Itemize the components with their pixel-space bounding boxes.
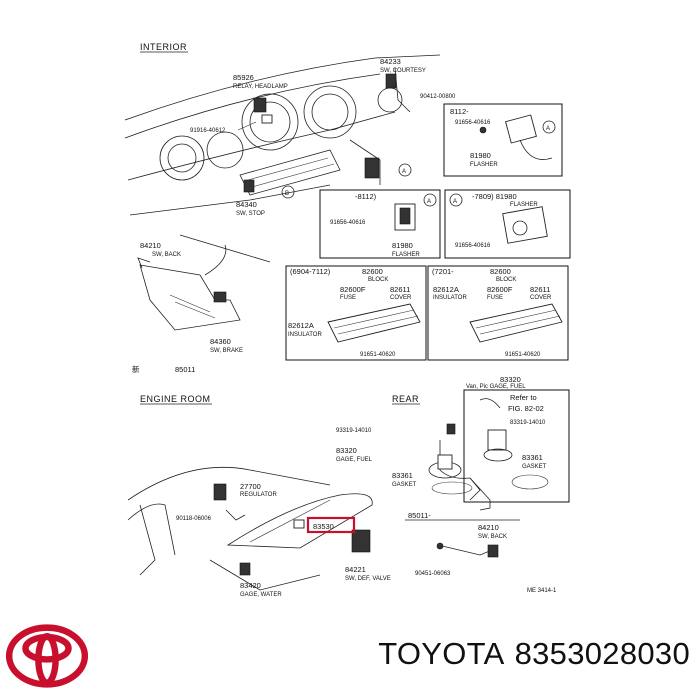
- callout-a-text: A: [402, 169, 406, 175]
- label-27700-desc: REGULATOR: [240, 492, 277, 498]
- box5-block-desc: BLOCK: [496, 277, 516, 283]
- box4-fuse-desc: FUSE: [340, 295, 356, 301]
- box-a3-desc: FLASHER: [510, 202, 538, 208]
- box4-block-desc: BLOCK: [368, 277, 388, 283]
- back-switch-part: 84210: [478, 523, 499, 532]
- engine-bay-illustration: [127, 466, 373, 591]
- highlight-83530: [306, 516, 356, 534]
- section-rear: REAR: [392, 394, 419, 404]
- callout-circle-b: [281, 185, 295, 199]
- box5-fuse-desc: FUSE: [487, 295, 503, 301]
- parts-diagram: INTERIOR 85926 RELAY, HEADLAMP 84233 SW,…: [124, 42, 571, 598]
- label-84233-desc: SW, COURTESY: [380, 68, 426, 74]
- box4-cover: 82611: [390, 285, 410, 294]
- box4-insulator: 82612A: [288, 321, 314, 330]
- label-85926-desc: RELAY, HEADLAMP: [233, 84, 288, 90]
- box-a1-part1: 91656-40616: [455, 120, 491, 126]
- part-number: 8353028030: [514, 636, 690, 671]
- label-90118: 90118-06006: [176, 516, 212, 522]
- box-a3-part1: 91656-40616: [455, 243, 491, 249]
- callout-b-text: B: [285, 191, 289, 197]
- detail-box-flasher-3: -7809) 81980 FLASHER 91656-40616 A: [444, 189, 571, 259]
- fuel-sender-illustration: [428, 423, 491, 511]
- detail-box-back-switch: 85011- 84210 SW, BACK 90451-06063: [405, 511, 520, 577]
- box5-screw: 91651-40620: [505, 352, 541, 358]
- section-engine-room: ENGINE ROOM: [140, 394, 211, 404]
- toyota-logo: [5, 624, 89, 688]
- label-84360: 84360: [210, 337, 231, 346]
- rear-box-gasket-desc: GASKET: [522, 464, 547, 470]
- detail-box-fuse-block-1: (6904-7112) 82600 BLOCK 82600F FUSE 8261…: [285, 265, 427, 361]
- label-84221: 84221: [345, 565, 366, 574]
- brand-name: TOYOTA: [378, 636, 505, 671]
- box-a2-part2-desc: FLASHER: [392, 252, 420, 258]
- box-a1-part2-desc: FLASHER: [470, 162, 498, 168]
- box4-heading: (6904-7112): [290, 267, 331, 276]
- box-a2-part2: 81980: [392, 241, 413, 250]
- box4-fuse: 82600F: [340, 285, 366, 294]
- box5-insulator: 82612A: [433, 285, 459, 294]
- section-interior: INTERIOR: [140, 42, 187, 52]
- box-a1-part2: 81980: [470, 151, 491, 160]
- dashboard-illustration: [124, 54, 441, 263]
- box-a1-circle-a: A: [546, 126, 550, 132]
- detail-box-flasher-1: 8112- 91656-40616 81980 FLASHER A: [443, 103, 563, 177]
- rear-box-screw: 83319-14010: [510, 420, 546, 426]
- label-83530: 83530: [313, 522, 334, 531]
- box4-cover-desc: COVER: [390, 295, 412, 301]
- box4-screw: 91651-40620: [360, 352, 396, 358]
- reference-code: ME 3414-1: [527, 588, 557, 594]
- back-switch-desc: SW, BACK: [478, 534, 507, 540]
- label-84340-desc: SW, STOP: [236, 211, 265, 217]
- box5-insulator-desc: INSULATOR: [433, 295, 467, 301]
- box5-cover: 82611: [530, 285, 550, 294]
- box-a3-circle-a: A: [453, 199, 457, 205]
- label-84210-desc: SW, BACK: [152, 252, 181, 258]
- rear-box-refer: Refer to: [510, 393, 537, 402]
- label-85011: 85011: [175, 365, 195, 374]
- box4-insulator-desc: INSULATOR: [288, 332, 322, 338]
- label-83320: 83320: [336, 446, 357, 455]
- rear-box-desc: Van, Pic GAGE, FUEL: [466, 384, 526, 390]
- box-a2-heading: -8112): [355, 192, 377, 201]
- label-84340: 84340: [236, 200, 257, 209]
- box5-block: 82600: [490, 267, 511, 276]
- handbrake-illustration: [137, 244, 241, 331]
- label-83361: 83361: [392, 471, 413, 480]
- rear-box-figure: FIG. 82-02: [508, 404, 544, 413]
- label-84233: 84233: [380, 57, 401, 66]
- detail-box-fuse-block-2: (7201- 82600 BLOCK 82612A INSULATOR 8260…: [427, 265, 569, 361]
- label-83420-desc: GAGE, WATER: [240, 592, 282, 598]
- label-93319: 93319-14010: [336, 428, 372, 434]
- label-83420: 83420: [240, 581, 261, 590]
- box-a1-heading: 8112-: [450, 107, 469, 116]
- rear-box-gasket: 83361: [522, 453, 543, 462]
- box4-block: 82600: [362, 267, 383, 276]
- back-switch-screw: 90451-06063: [415, 571, 451, 577]
- label-84360-desc: SW, BRAKE: [210, 348, 243, 354]
- box5-fuse: 82600F: [487, 285, 513, 294]
- detail-box-rear-fuel: 83320 Van, Pic GAGE, FUEL Refer to FIG. …: [463, 375, 570, 503]
- label-27700: 27700: [240, 482, 261, 491]
- label-83361-desc: GASKET: [392, 482, 417, 488]
- part-caption: TOYOTA 8353028030: [368, 636, 690, 672]
- box5-heading: (7201-: [432, 267, 454, 276]
- box-a2-part1: 91656-40616: [330, 220, 366, 226]
- label-83320-desc: GAGE, FUEL: [336, 457, 373, 463]
- label-84221-desc: SW, DEF, VALVE: [345, 576, 391, 582]
- detail-box-flasher-2: -8112) 91656-40616 81980 FLASHER A: [319, 189, 441, 259]
- label-90412: 90412-00800: [420, 94, 456, 100]
- label-84210: 84210: [140, 241, 161, 250]
- box-a3-heading: -7809) 81980: [472, 192, 517, 201]
- label-85926: 85926: [233, 73, 254, 82]
- rear-box-part: 83320: [500, 375, 521, 384]
- label-shin: 新: [132, 364, 140, 374]
- box-a2-circle-a: A: [427, 199, 431, 205]
- callout-circle-a: [398, 163, 412, 177]
- box5-cover-desc: COVER: [530, 295, 552, 301]
- label-91916: 91916-40612: [190, 128, 226, 134]
- back-switch-heading: 85011-: [408, 511, 431, 520]
